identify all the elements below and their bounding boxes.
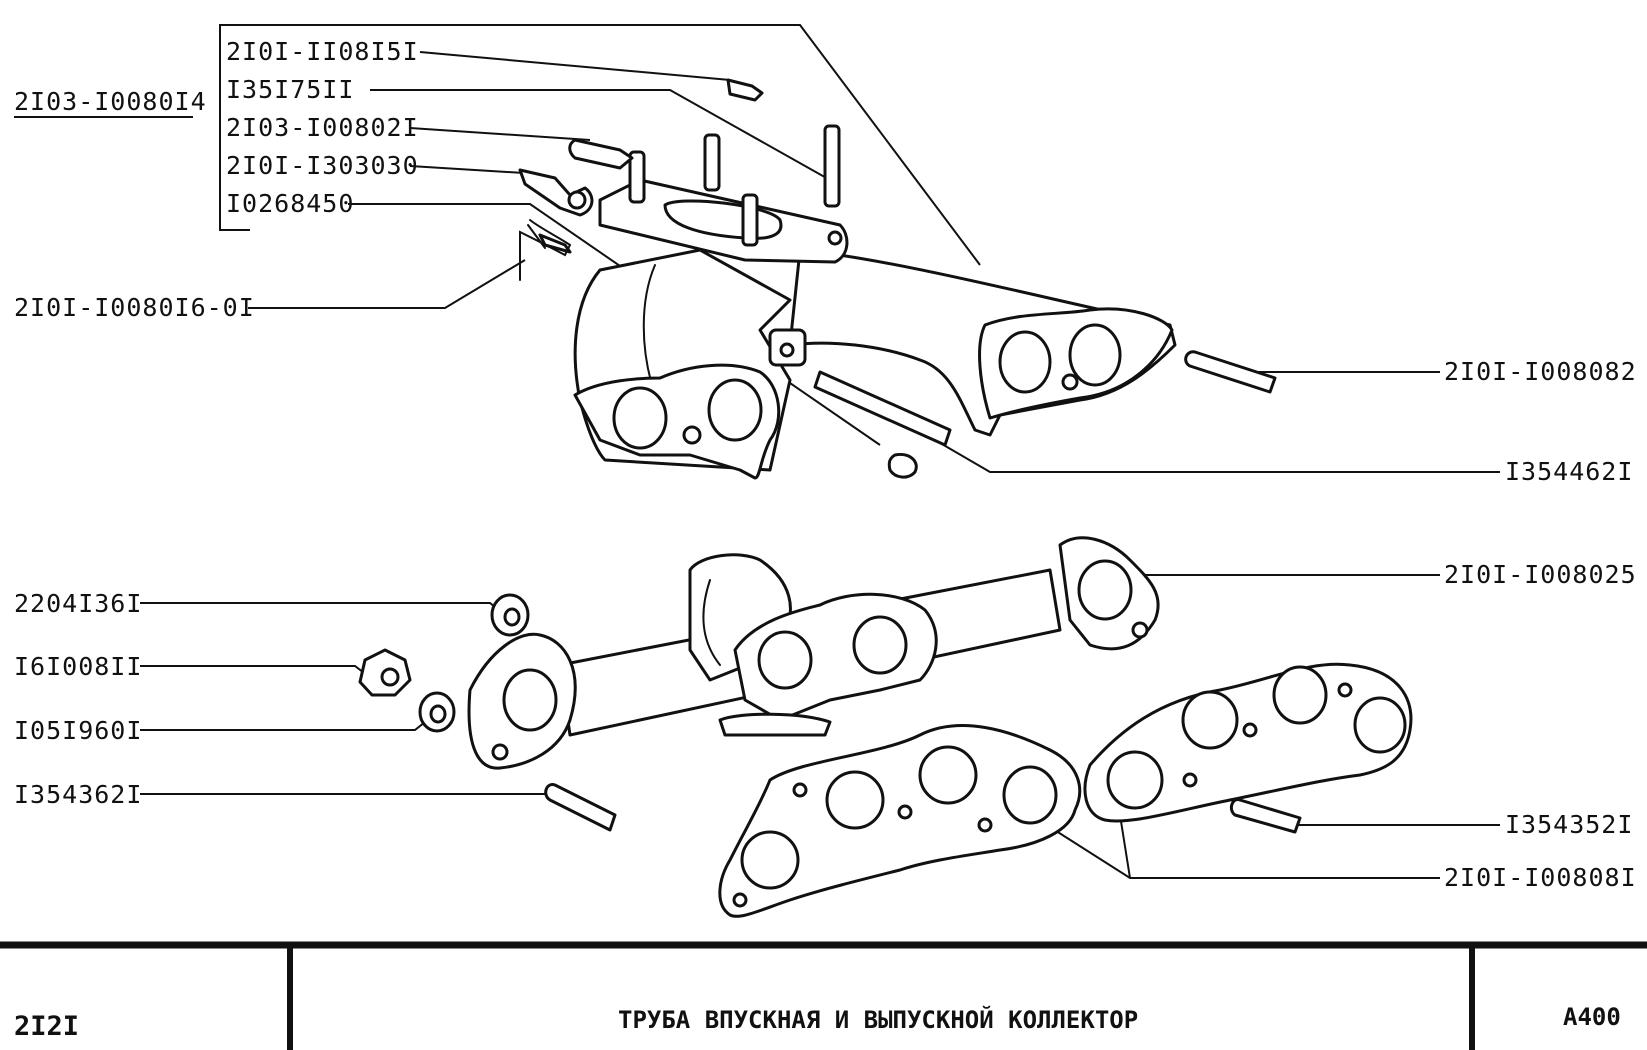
part-label-r4: I354352I xyxy=(1505,810,1633,839)
part-label-l8: I6I008II xyxy=(14,652,142,681)
leader-r5 xyxy=(1019,807,1440,879)
top-fittings xyxy=(518,78,764,281)
leader-l1 xyxy=(419,51,731,81)
leader-l2 xyxy=(370,89,831,181)
group-ref-label: 2I03-I0080I4 xyxy=(14,87,207,116)
part-label-r1: 2I0I-I008082 xyxy=(1444,357,1637,386)
fasteners-left xyxy=(358,593,1302,834)
leader-l7 xyxy=(140,602,506,616)
leader-r5-branch xyxy=(1119,814,1131,879)
part-label-l1: 2I0I-II08I5I xyxy=(226,37,419,66)
part-label-l6: 2I0I-I0080I6-0I xyxy=(14,293,255,322)
part-label-l2: I35I75II xyxy=(226,75,354,104)
leader-l8 xyxy=(140,665,369,677)
part-label-l3: 2I03-I00802I xyxy=(226,113,419,142)
leader-l3 xyxy=(409,127,591,141)
exhaust-manifold xyxy=(467,536,1160,770)
leader-l9 xyxy=(140,717,431,731)
sheet-title: ТРУБА ВПУСКНАЯ И ВЫПУСКНОЙ КОЛЛЕКТОР xyxy=(618,1005,1138,1034)
leader-l4 xyxy=(409,165,541,175)
part-label-r3: 2I0I-I008025 xyxy=(1444,560,1637,589)
part-label-l4: 2I0I-I303030 xyxy=(226,151,419,180)
leader-r2 xyxy=(934,439,1500,473)
intake-manifold xyxy=(573,124,1177,480)
manifold-gaskets xyxy=(718,662,1413,918)
leader-l10 xyxy=(140,793,561,801)
title-block: 2I2I ТРУБА ВПУСКНАЯ И ВЫПУСКНОЙ КОЛЛЕКТО… xyxy=(0,941,1647,1050)
part-label-l5: I0268450 xyxy=(226,189,354,218)
part-label-r5: 2I0I-I00808I xyxy=(1444,863,1637,892)
part-label-l7: 2204I36I xyxy=(14,589,142,618)
part-label-r2: I354462I xyxy=(1505,457,1633,486)
part-label-l10: I354362I xyxy=(14,780,142,809)
leader-l6 xyxy=(248,259,526,309)
studs-right-top xyxy=(813,350,1277,479)
model-code: 2I2I xyxy=(14,1011,79,1042)
part-labels: 2I03-I0080I4 2I0I-II08I5I I35I75II 2I03-… xyxy=(14,37,1637,892)
part-label-l9: I05I960I xyxy=(14,716,142,745)
group-bracket xyxy=(219,24,981,266)
sheet-code: А400 xyxy=(1563,1003,1621,1031)
